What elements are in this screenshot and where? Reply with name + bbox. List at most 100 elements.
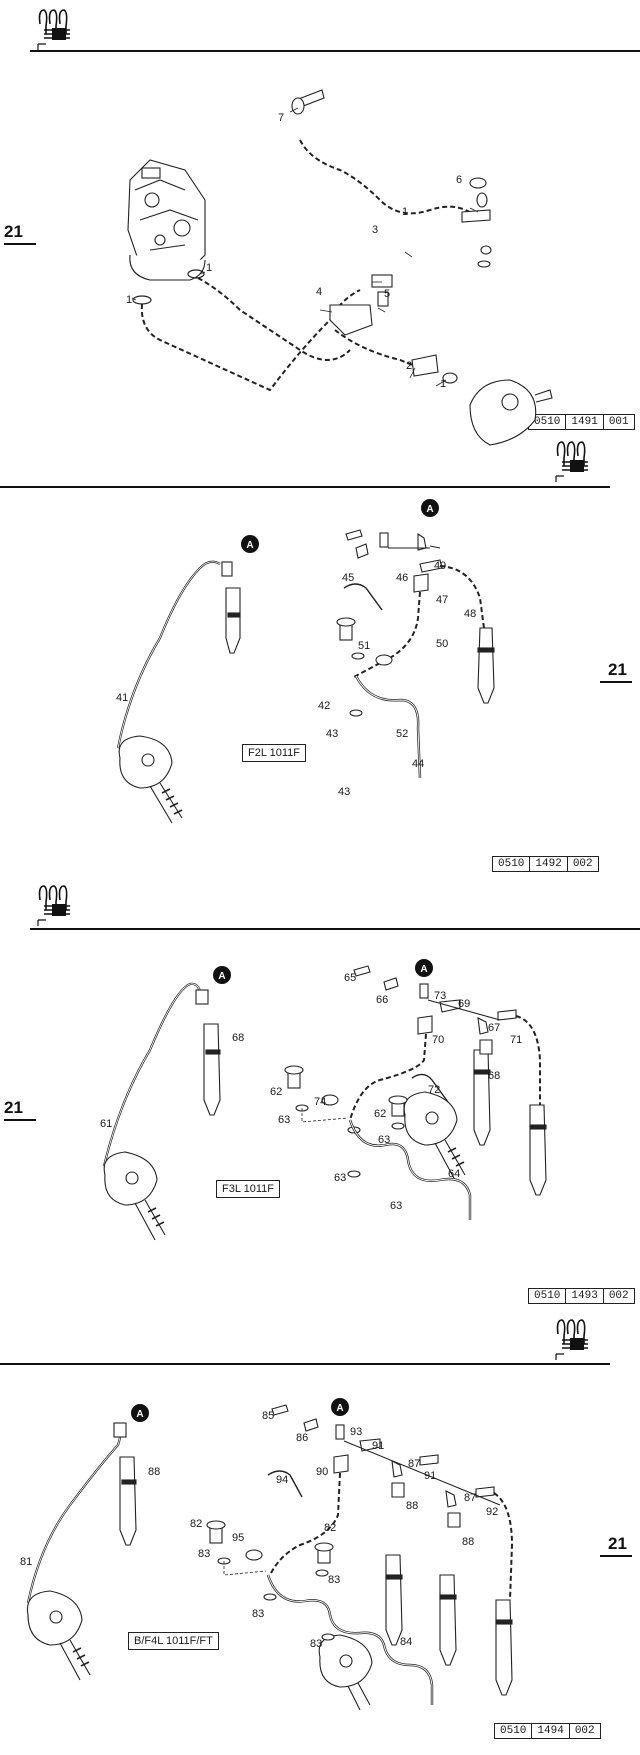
part-callout: 1 — [206, 262, 213, 274]
part-callout: 69 — [458, 998, 471, 1010]
reference-marker: A — [131, 1404, 149, 1422]
part-callout: 71 — [510, 1034, 523, 1046]
injector-drawing — [439, 1574, 457, 1666]
part-callout: 68 — [232, 1032, 245, 1044]
part-callout: 88 — [148, 1466, 161, 1478]
divider — [0, 486, 610, 488]
part-callout: 45 — [342, 572, 355, 584]
reference-marker: A — [213, 966, 231, 984]
part-callout: 84 — [400, 1636, 413, 1648]
part-callout: 94 — [276, 1474, 289, 1486]
part-callout: 67 — [488, 1022, 501, 1034]
svg-text:A: A — [336, 1403, 343, 1414]
part-callout: 88 — [462, 1536, 475, 1548]
part-callout: 43 — [326, 728, 339, 740]
part-callout: 82 — [324, 1522, 337, 1534]
fitting-tree — [345, 529, 443, 593]
engine-logo-icon — [37, 9, 70, 50]
part-callout: 85 — [262, 1410, 275, 1422]
engine-logo-icon — [555, 1319, 588, 1360]
fuel-pipe — [354, 675, 422, 779]
banjo-bolt — [336, 617, 365, 660]
divider — [30, 928, 640, 930]
fuel-line-diagram-1 — [127, 89, 553, 446]
part-callout: 86 — [296, 1432, 309, 1444]
section-marker: 21 — [4, 222, 36, 245]
banjo-bolt — [291, 89, 325, 115]
reference-marker: A — [415, 959, 433, 977]
fuel-return-line — [269, 1472, 514, 1601]
divider — [0, 1363, 610, 1365]
part-callout: 4 — [316, 286, 323, 298]
svg-text:A: A — [426, 504, 433, 515]
injection-pump-drawing — [403, 1091, 466, 1181]
part-callout: 63 — [390, 1200, 403, 1212]
injection-pump-drawing — [103, 1151, 166, 1241]
part-callout: 62 — [270, 1086, 283, 1098]
engine-logo-icon — [555, 441, 588, 482]
part-callout: 49 — [434, 560, 447, 572]
fitting-tree — [353, 965, 517, 1055]
part-callout: 92 — [486, 1506, 499, 1518]
injector-drawing — [477, 627, 495, 704]
section-number: 21 — [608, 660, 627, 679]
part-callout: 43 — [338, 786, 351, 798]
part-callout: 42 — [318, 700, 331, 712]
part-callout: 46 — [396, 572, 409, 584]
injection-pipe — [116, 560, 221, 749]
section-number: 21 — [4, 1098, 23, 1117]
fitting-tree — [271, 1404, 501, 1528]
section-marker: 21 — [600, 1534, 632, 1557]
injector-drawing — [195, 989, 221, 1116]
section-number: 21 — [4, 222, 23, 241]
part-callout: 81 — [20, 1556, 33, 1568]
injector-drawing — [495, 1599, 513, 1696]
fuel-line-diagram-2: A A — [116, 499, 495, 824]
part-callout: 6 — [456, 174, 463, 186]
part-callout: 64 — [448, 1168, 461, 1180]
injector-drawing — [385, 1554, 403, 1646]
reference-marker: A — [421, 499, 439, 517]
part-callout: 2 — [406, 360, 413, 372]
part-callout: 90 — [316, 1466, 329, 1478]
part-callout: 1 — [126, 294, 133, 306]
part-callout: 63 — [378, 1134, 391, 1146]
fitting-ring — [375, 654, 393, 666]
engine-model-label: F3L 1011F — [216, 1180, 280, 1198]
part-callout: 44 — [412, 758, 425, 770]
injector-drawing — [529, 1104, 547, 1196]
part-callout: 70 — [432, 1034, 445, 1046]
part-callout: 66 — [376, 994, 389, 1006]
engine-logo-icon — [37, 885, 70, 926]
engine-model-label: B/F4L 1011F/FT — [128, 1632, 219, 1650]
fuel-return-line — [351, 565, 485, 679]
engine-model-label: F2L 1011F — [242, 744, 306, 762]
fuel-line-diagram-3: A A — [102, 959, 547, 1241]
svg-text:A: A — [218, 971, 225, 982]
part-callout: 41 — [116, 692, 129, 704]
part-callout: 47 — [436, 594, 449, 606]
part-callout: 83 — [252, 1608, 265, 1620]
part-callout: 87 — [408, 1458, 421, 1470]
part-callout: 87 — [464, 1492, 477, 1504]
part-callout: 83 — [310, 1638, 323, 1650]
part-callout: 5 — [384, 288, 391, 300]
part-callout: 48 — [464, 608, 477, 620]
part-callout: 63 — [278, 1114, 291, 1126]
part-callout: 83 — [328, 1574, 341, 1586]
injector-drawing — [221, 561, 241, 654]
filter-bracket — [329, 274, 393, 336]
svg-text:A: A — [420, 964, 427, 975]
injector-drawing — [473, 1049, 491, 1146]
injection-pump-drawing — [118, 735, 183, 824]
part-callout: 61 — [100, 1118, 113, 1130]
part-callout: 91 — [424, 1470, 437, 1482]
injection-pump-drawing — [318, 1634, 373, 1711]
part-callout: 82 — [190, 1518, 203, 1530]
fuel-line-diagram-4: A A — [26, 1398, 514, 1711]
part-callout: 95 — [232, 1532, 245, 1544]
part-callout: 73 — [434, 990, 447, 1002]
